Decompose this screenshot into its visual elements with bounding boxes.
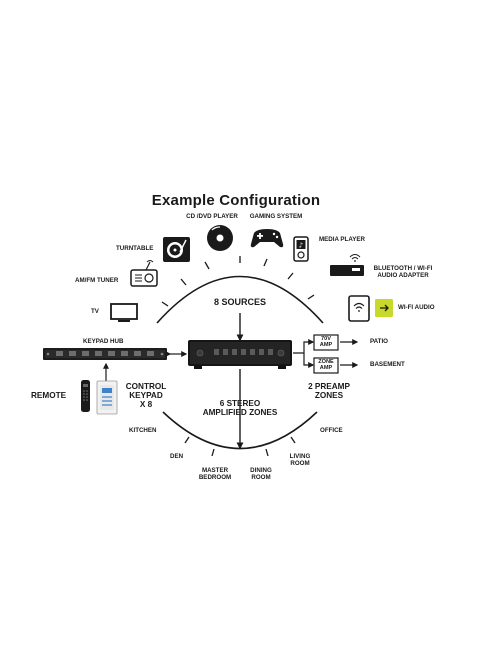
label-gaming: GAMING SYSTEM	[249, 213, 303, 220]
label-70v-amp-2: AMP	[319, 342, 333, 348]
remote-icon	[81, 380, 90, 412]
amp-70v-box	[313, 334, 339, 351]
label-den: DEN	[170, 453, 184, 460]
zones-arc	[162, 411, 318, 450]
label-turntable: TURNTABLE	[116, 245, 154, 252]
label-stereo-zones-1: 6 STEREO	[219, 399, 261, 408]
label-living-room-2: ROOM	[290, 460, 310, 467]
label-master-bedroom-2: BEDROOM	[198, 474, 232, 481]
wifi-audio-adapter-icon	[375, 299, 393, 317]
zones-arc-ticks	[184, 436, 296, 457]
label-living-room-1: LIVING	[289, 453, 311, 460]
label-control-keypad-2: KEYPAD	[129, 391, 163, 400]
label-tv: TV	[91, 308, 99, 315]
sources-arc	[156, 275, 324, 324]
label-bluetooth-line1: BLUETOOTH / WI-FI	[373, 265, 433, 272]
radio-icon	[130, 260, 158, 287]
zone-amp-box	[313, 357, 339, 374]
label-cd-dvd: CD /DVD PLAYER	[186, 213, 238, 220]
svg-text:♪: ♪	[299, 242, 303, 250]
turntable-icon	[163, 237, 190, 262]
cd-dvd-icon	[207, 225, 233, 251]
label-zone-amp-2: AMP	[319, 365, 333, 371]
tablet-icon	[348, 295, 370, 322]
label-bluetooth-line2: AUDIO ADAPTER	[377, 272, 429, 279]
preamp-out-2	[303, 353, 315, 368]
label-8-sources: 8 SOURCES	[213, 297, 267, 307]
label-control-keypad-1: CONTROL	[125, 382, 167, 391]
label-wifi-audio: WI-FI AUDIO	[398, 304, 435, 311]
label-am-fm: AM/FM TUNER	[75, 277, 119, 284]
preamp-out-1	[293, 339, 315, 354]
label-dining-room-2: ROOM	[251, 474, 271, 481]
label-basement: BASEMENT	[370, 361, 405, 368]
label-master-bedroom-1: MASTER	[201, 467, 229, 474]
label-stereo-zones-2: AMPLIFIED ZONES	[202, 408, 278, 417]
label-keypad-hub: KEYPAD HUB	[83, 338, 124, 345]
diagram-title: Example Configuration	[151, 192, 321, 209]
label-preamp-zones-2: ZONES	[314, 391, 344, 400]
label-kitchen: KITCHEN	[129, 427, 157, 434]
label-dining-room-1: DINING	[250, 467, 272, 474]
label-remote: REMOTE	[31, 391, 67, 400]
label-office: OFFICE	[320, 427, 343, 434]
tv-icon	[110, 303, 138, 322]
main-amplifier-device	[188, 340, 292, 369]
label-zone-amp-1: ZONE	[318, 359, 334, 365]
label-preamp-zones-1: 2 PREAMP	[308, 382, 350, 391]
label-patio: PATIO	[370, 338, 388, 345]
media-player-icon: ♪	[293, 236, 309, 262]
sources-arc-ticks	[161, 256, 315, 307]
label-70v-amp-1: 70V	[321, 336, 331, 342]
control-keypad-icon	[96, 380, 118, 415]
label-control-keypad-3: X 8	[139, 400, 153, 409]
label-media-player: MEDIA PLAYER	[319, 236, 365, 243]
bluetooth-adapter-icon	[330, 254, 364, 276]
gaming-controller-icon	[250, 229, 284, 248]
keypad-hub-device	[43, 348, 167, 360]
